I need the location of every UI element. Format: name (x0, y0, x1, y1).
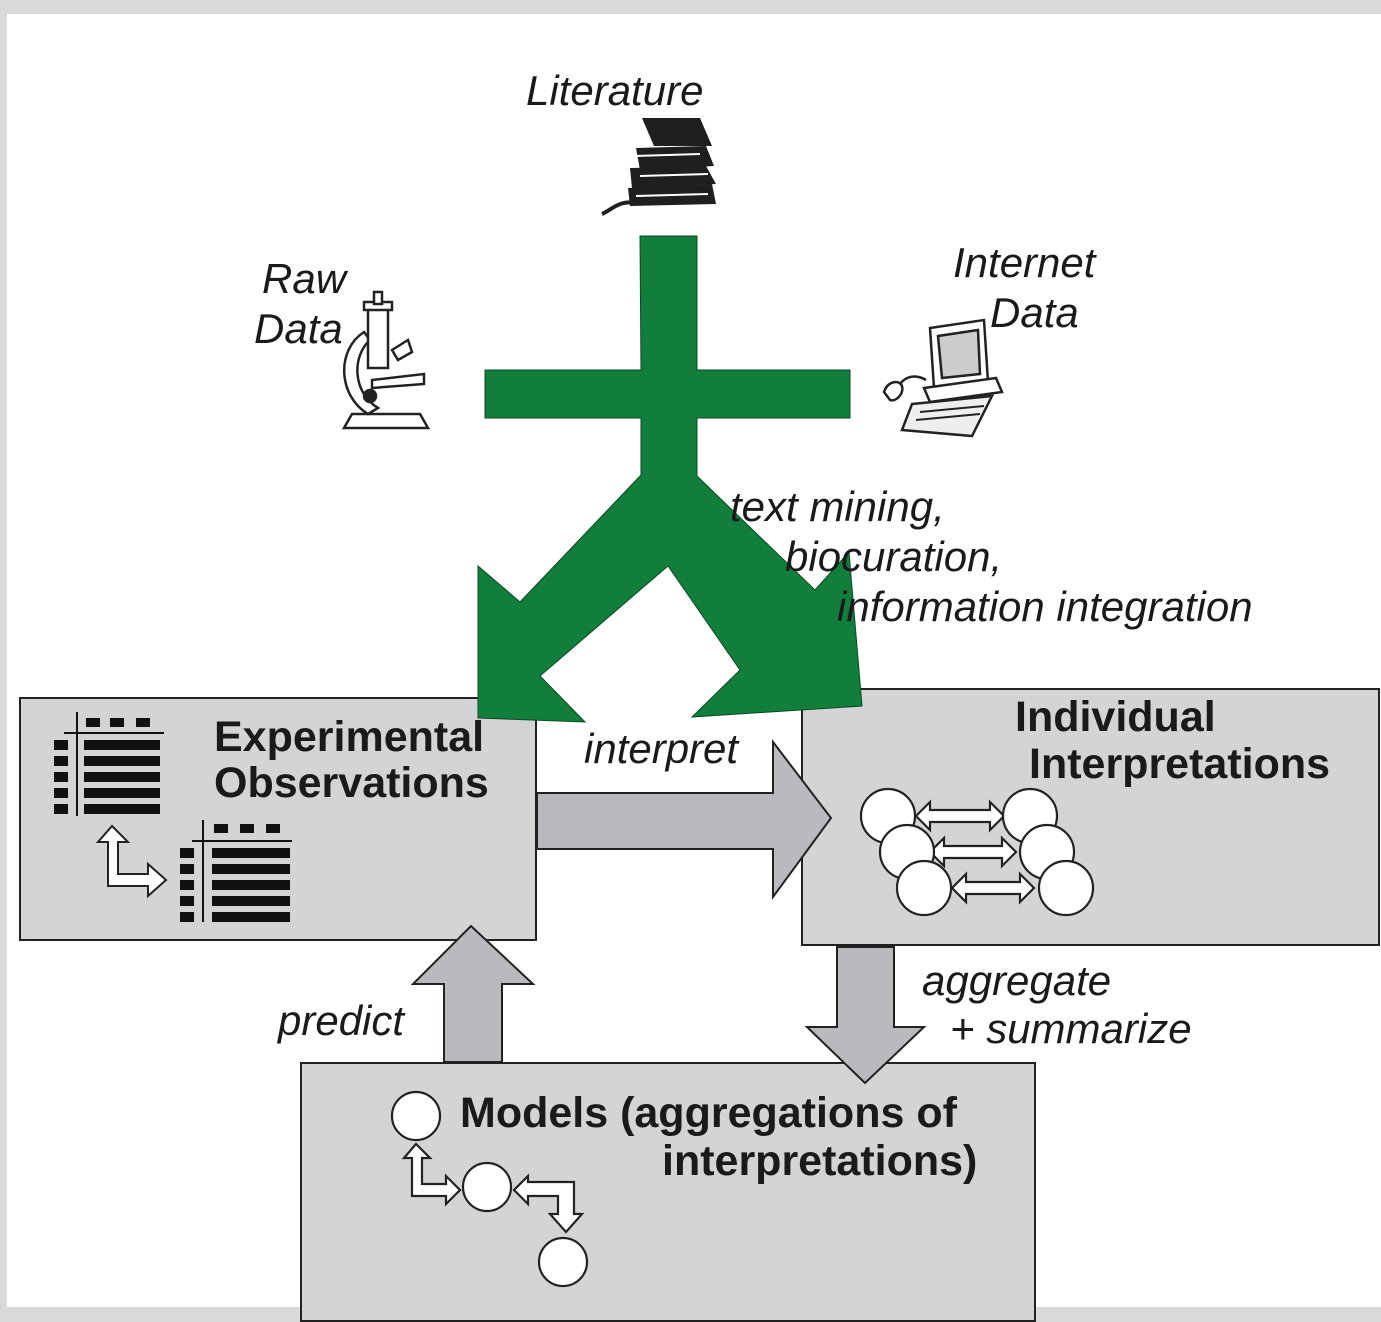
process-label-line2: biocuration, (785, 533, 1003, 580)
experimental-title-line2: Observations (214, 759, 489, 807)
experimental-title-line1: Experimental (214, 713, 485, 761)
internet-data-label-line1: Internet (953, 239, 1096, 286)
books-icon (601, 118, 716, 216)
models-title-line1: Models (aggregations of (460, 1089, 957, 1137)
interpret-label: interpret (584, 725, 739, 772)
raw-data-label-line2: Data (254, 305, 343, 352)
microscope-icon (341, 290, 431, 430)
model-network-icon (390, 1090, 589, 1288)
literature-label: Literature (526, 67, 704, 114)
predict-label: predict (278, 997, 405, 1044)
internet-data-label-line2: Data (990, 289, 1079, 336)
raw-data-label-line1: Raw (262, 255, 347, 302)
computer-icon (882, 318, 1004, 438)
individual-title-line2: Interpretations (1029, 740, 1331, 788)
models-title-line2: interpretations) (662, 1137, 978, 1185)
interpret-arrow (536, 739, 833, 901)
network-icon (859, 787, 1095, 917)
green-flow-arrow (477, 235, 863, 723)
table-icon (54, 712, 292, 922)
process-label-line1: text mining, (730, 483, 945, 530)
individual-title-line1: Individual (1015, 693, 1216, 741)
table-link-arrow (95, 824, 168, 899)
aggregate-label-line2: + summarize (950, 1005, 1192, 1052)
aggregate-arrow (804, 946, 927, 1085)
aggregate-label-line1: aggregate (922, 957, 1112, 1004)
predict-arrow (410, 924, 536, 1063)
process-label-line3: information integration (837, 583, 1253, 630)
